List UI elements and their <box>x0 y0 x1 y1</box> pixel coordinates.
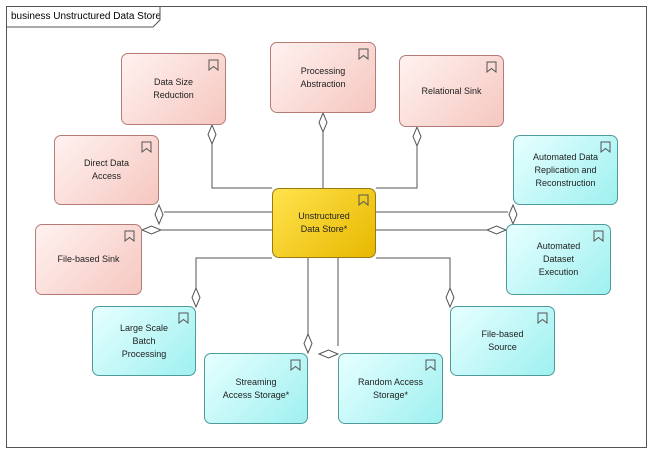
node-data-size-reduction[interactable]: Data Size Reduction <box>121 53 226 125</box>
node-automated-dataset-execution[interactable]: Automated Dataset Execution <box>506 224 611 295</box>
diagram-frame <box>6 6 647 448</box>
connector-file-based-source[interactable] <box>376 257 451 288</box>
business-object-icon <box>537 312 548 324</box>
business-object-icon <box>358 194 369 206</box>
node-file-based-source[interactable]: File-based Source <box>450 306 555 376</box>
node-random-access-storage[interactable]: Random Access Storage* <box>338 353 443 424</box>
node-label: Automated Data Replication and Reconstru… <box>532 151 599 188</box>
business-object-icon <box>290 359 301 371</box>
node-label: Large Scale Batch Processing <box>119 322 169 359</box>
business-object-icon <box>358 48 369 60</box>
diamond-random-access <box>317 349 340 359</box>
business-object-icon <box>425 359 436 371</box>
node-label: Data Size Reduction <box>153 77 194 100</box>
connector-large-scale-batch[interactable] <box>195 257 272 288</box>
diamond-direct-data-access <box>154 203 164 226</box>
node-label: Processing Abstraction <box>300 65 346 89</box>
node-label: Automated Dataset Execution <box>536 241 581 277</box>
diagram-title: business Unstructured Data Store <box>11 11 162 22</box>
connector-data-size-reduction[interactable] <box>211 144 272 189</box>
business-object-icon <box>124 230 135 242</box>
aggregation-diamonds <box>140 111 518 359</box>
node-large-scale-batch-processing[interactable]: Large Scale Batch Processing <box>92 306 196 376</box>
node-relational-sink[interactable]: Relational Sink <box>399 55 504 127</box>
business-object-icon <box>600 141 611 153</box>
title-tab-border <box>6 6 161 28</box>
diagram-title-tab: business Unstructured Data Store <box>6 6 175 27</box>
diamond-streaming-access <box>303 332 313 355</box>
node-label: File-based Source <box>481 329 524 352</box>
diamond-data-size-reduction <box>207 123 217 146</box>
diamond-automated-data-replication <box>508 203 518 226</box>
diamond-automated-dataset-execution <box>485 225 508 235</box>
diamond-file-based-source <box>445 286 455 309</box>
node-streaming-access-storage[interactable]: Streaming Access Storage* <box>204 353 308 424</box>
node-label: File-based Sink <box>57 254 120 264</box>
node-label: Unstructured Data Store* <box>298 211 350 234</box>
diamond-file-based-sink <box>140 225 163 235</box>
connector-relational-sink[interactable] <box>376 146 418 189</box>
node-label: Random Access Storage* <box>357 376 424 400</box>
diamond-large-scale-batch <box>191 286 201 309</box>
node-label: Direct Data Access <box>83 158 129 181</box>
node-processing-abstraction[interactable]: Processing Abstraction <box>270 42 376 113</box>
diamond-relational-sink <box>412 125 422 148</box>
diamond-processing-abstraction <box>318 111 328 134</box>
business-object-icon <box>593 230 604 242</box>
node-automated-data-replication[interactable]: Automated Data Replication and Reconstru… <box>513 135 618 205</box>
business-object-icon <box>208 59 219 71</box>
node-direct-data-access[interactable]: Direct Data Access <box>54 135 159 205</box>
connectors <box>160 132 508 346</box>
business-object-icon <box>178 312 189 324</box>
node-label: Streaming Access Storage* <box>222 376 290 400</box>
node-unstructured-data-store[interactable]: Unstructured Data Store* <box>272 188 376 258</box>
business-object-icon <box>141 141 152 153</box>
business-object-icon <box>486 61 497 73</box>
node-file-based-sink[interactable]: File-based Sink <box>35 224 142 295</box>
node-label: Relational Sink <box>421 85 482 96</box>
